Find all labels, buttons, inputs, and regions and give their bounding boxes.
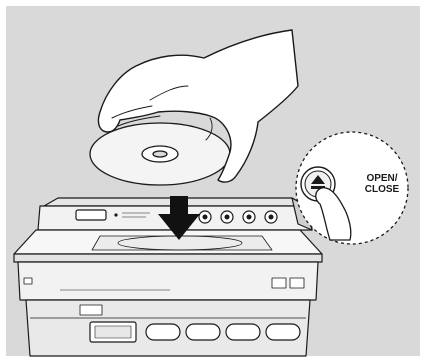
finger-icon [315, 187, 352, 241]
open-label: OPEN/ [366, 173, 398, 184]
front-buttons [145, 323, 301, 341]
cd-disc-icon [89, 122, 231, 186]
cd-player-device [13, 197, 323, 357]
open-close-label: OPEN/ CLOSE [352, 173, 412, 195]
close-label: CLOSE [364, 184, 400, 195]
hand-icon [97, 29, 299, 183]
control-knobs [198, 210, 278, 224]
arrow-down-icon [158, 196, 200, 240]
eject-icon [311, 175, 325, 189]
open-close-callout [295, 131, 409, 245]
